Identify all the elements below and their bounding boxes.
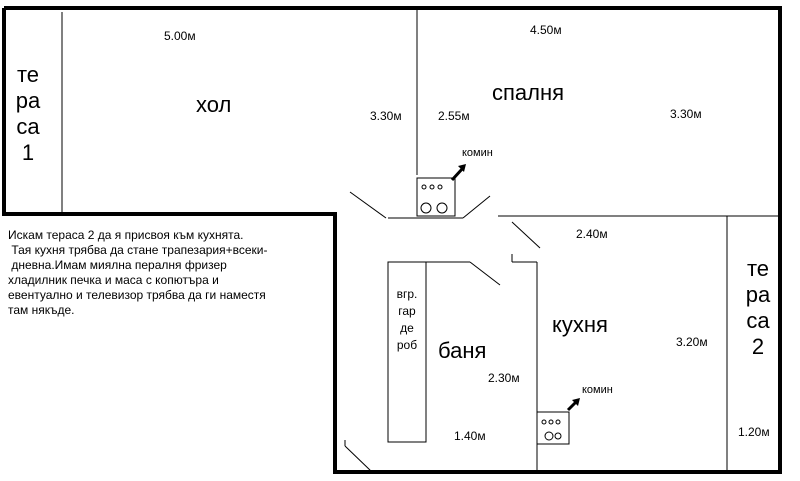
bath-door — [469, 261, 501, 286]
door-swing — [462, 195, 491, 219]
chimney-box-top — [416, 177, 456, 217]
flue-icon — [554, 432, 562, 440]
dim-bedroom-width: 4.50м — [530, 23, 562, 37]
door-swing — [511, 221, 541, 249]
room-hall: хол — [196, 92, 232, 117]
flue-icon — [437, 184, 443, 190]
dim-hall-height: 3.30м — [370, 109, 402, 123]
dim-bedroom-left: 2.55м — [438, 109, 470, 123]
wardrobe-label: вгр. гар де роб — [388, 286, 426, 354]
terrace-2-label: те ра са 2 — [738, 256, 778, 360]
flue-icon — [544, 431, 554, 441]
owner-note: Искам тераса 2 да я присвоя към кухнята.… — [8, 228, 268, 317]
flue-icon — [541, 419, 547, 425]
dim-hall-width: 5.00м — [164, 29, 196, 43]
flue-icon — [548, 419, 554, 425]
dim-bathroom-height: 2.30м — [488, 371, 520, 385]
chimney-box-bottom — [536, 411, 570, 445]
terrace-2-line: те — [746, 256, 770, 281]
terrace-1-line: те — [16, 62, 40, 87]
dim-bathroom-width: 1.40м — [454, 429, 486, 443]
flue-icon — [555, 419, 561, 425]
outer-wall — [4, 6, 782, 474]
terrace-1-label: те ра са 1 — [10, 62, 46, 166]
room-bedroom: спалня — [492, 80, 565, 105]
door-swing — [349, 191, 387, 219]
flue-icon — [420, 202, 432, 214]
terrace-2-line: 2 — [751, 334, 765, 359]
flue-icon — [436, 202, 448, 214]
room-kitchen: кухня — [552, 312, 608, 337]
terrace-1-line: са — [16, 114, 40, 139]
arrowhead-icon — [458, 164, 466, 172]
terrace-2-line: са — [746, 308, 770, 333]
wardrobe-line: де — [400, 321, 414, 335]
terrace-1-line: 1 — [21, 140, 35, 165]
dim-bedroom-right: 3.30м — [670, 107, 702, 121]
terrace-1-line: ра — [15, 88, 41, 113]
arrow-icon — [450, 166, 465, 182]
flue-icon — [421, 184, 427, 190]
dim-terrace-2-width: 1.20м — [738, 425, 770, 439]
arrowhead-icon — [572, 398, 580, 406]
wardrobe-line: вгр. — [396, 287, 418, 301]
wardrobe-box — [387, 261, 427, 443]
dim-kitchen-height: 3.20м — [676, 335, 708, 349]
wardrobe-line: гар — [398, 304, 416, 318]
dim-kitchen-width: 2.40м — [576, 227, 608, 241]
terrace-2-line: ра — [745, 282, 771, 307]
room-bathroom: баня — [438, 338, 487, 363]
outer-wall-left — [2, 8, 337, 440]
flue-icon — [429, 184, 435, 190]
entrance-door — [344, 445, 373, 473]
chimney-label-top: комин — [462, 147, 493, 159]
chimney-label-bottom: комин — [582, 384, 613, 396]
wardrobe-line: роб — [396, 338, 418, 352]
